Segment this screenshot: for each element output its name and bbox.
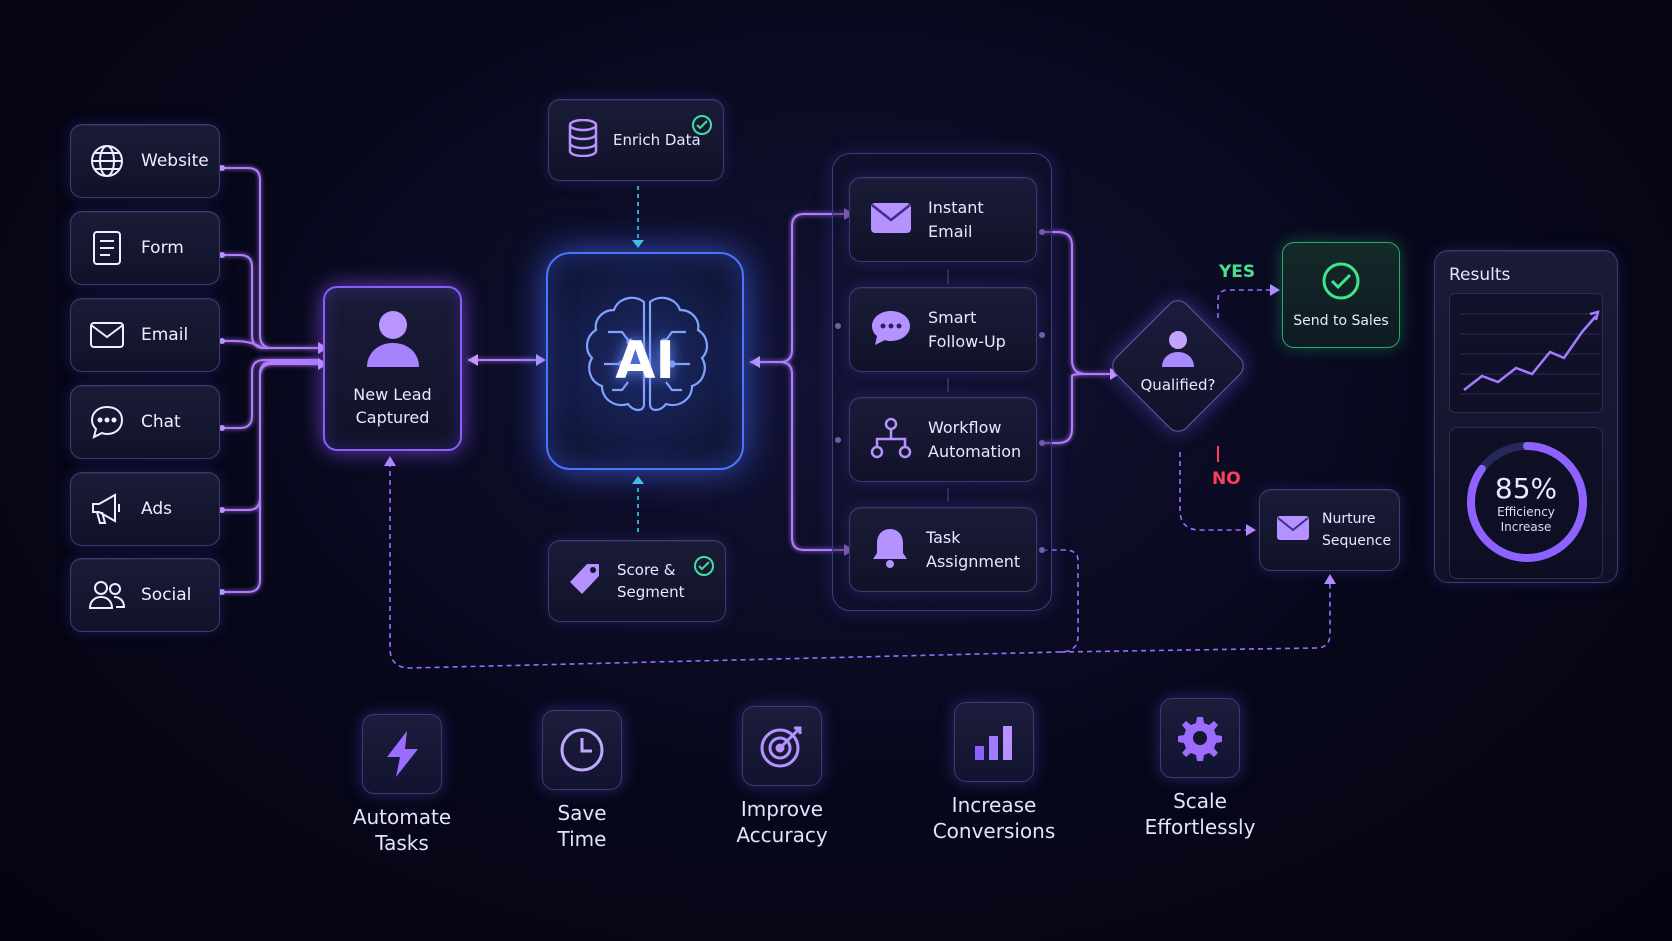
action-label: Smart Follow-Up xyxy=(928,307,1006,351)
ai-label: AI xyxy=(615,331,675,391)
trend-chart xyxy=(1449,293,1603,413)
person-icon xyxy=(365,309,421,373)
trend-line xyxy=(1463,315,1597,391)
envelope-icon xyxy=(87,315,127,355)
check-icon xyxy=(693,555,715,581)
benefit-save-time: Save Time xyxy=(502,710,662,852)
action-workflow-automation[interactable]: Workflow Automation xyxy=(849,397,1037,482)
benefit-scale-effortlessly: Scale Effortlessly xyxy=(1120,698,1280,840)
source-label: Ads xyxy=(141,499,172,519)
sales-label: Send to Sales xyxy=(1293,313,1389,329)
nurture-label: Nurture Sequence xyxy=(1322,511,1392,549)
ai-engine-node[interactable]: AI xyxy=(546,252,744,470)
source-social[interactable]: Social xyxy=(70,558,220,632)
chat-icon xyxy=(87,402,127,442)
efficiency-percent: 85% xyxy=(1494,472,1558,505)
source-label: Chat xyxy=(141,412,181,432)
yes-label: YES xyxy=(1219,262,1256,282)
workflow-icon xyxy=(870,417,912,463)
send-to-sales-node[interactable]: Send to Sales xyxy=(1282,242,1400,348)
benefit-label: Save Time xyxy=(557,801,607,851)
action-task-assignment[interactable]: Task Assignment xyxy=(849,507,1037,592)
clock-icon xyxy=(542,710,622,790)
score-label: Score & Segment xyxy=(617,561,685,601)
gauge-arc xyxy=(1467,442,1587,562)
source-website[interactable]: Website xyxy=(70,124,220,198)
source-label: Form xyxy=(141,238,184,258)
benefit-label: Automate Tasks xyxy=(352,805,452,855)
source-email[interactable]: Email xyxy=(70,298,220,372)
benefit-automate-tasks: Automate Tasks xyxy=(322,714,482,856)
benefit-increase-conversions: Increase Conversions xyxy=(914,702,1074,844)
action-label: Task Assignment xyxy=(926,527,1021,571)
form-icon xyxy=(87,228,127,268)
database-icon xyxy=(567,118,599,161)
efficiency-label: Efficiency Increase xyxy=(1497,505,1555,534)
source-chat[interactable]: Chat xyxy=(70,385,220,459)
source-form[interactable]: Form xyxy=(70,211,220,285)
check-circle-icon xyxy=(1321,261,1361,305)
no-label: NO xyxy=(1212,469,1241,489)
action-instant-email[interactable]: Instant Email xyxy=(849,177,1037,262)
lead-label: New Lead Captured xyxy=(353,384,432,427)
score-segment-node[interactable]: Score & Segment xyxy=(548,540,726,622)
enrich-data-node[interactable]: Enrich Data xyxy=(548,99,724,181)
new-lead-captured-node[interactable]: New Lead Captured xyxy=(323,286,462,451)
action-label: Instant Email xyxy=(928,197,984,241)
target-icon xyxy=(742,706,822,786)
benefit-improve-accuracy: Improve Accuracy xyxy=(702,706,862,848)
benefit-label: Scale Effortlessly xyxy=(1144,789,1256,839)
envelope-icon xyxy=(1276,515,1310,545)
nurture-sequence-node[interactable]: Nurture Sequence xyxy=(1259,489,1400,571)
bar-chart-icon xyxy=(954,702,1034,782)
source-label: Email xyxy=(141,325,189,345)
envelope-icon xyxy=(870,202,912,238)
source-label: Website xyxy=(141,151,209,171)
benefit-label: Improve Accuracy xyxy=(736,797,828,847)
check-icon xyxy=(691,114,713,140)
gear-icon xyxy=(1160,698,1240,778)
benefit-label: Increase Conversions xyxy=(932,793,1056,843)
lightning-icon xyxy=(362,714,442,794)
decision-label: Qualified? xyxy=(1140,376,1216,394)
enrich-label: Enrich Data xyxy=(613,131,701,149)
source-label: Social xyxy=(141,585,192,605)
megaphone-icon xyxy=(87,489,127,529)
efficiency-gauge: 85% Efficiency Increase xyxy=(1449,427,1603,579)
globe-icon xyxy=(87,141,127,181)
source-ads[interactable]: Ads xyxy=(70,472,220,546)
action-label: Workflow Automation xyxy=(928,417,1022,461)
brain-icon xyxy=(578,292,716,438)
action-smart-follow-up[interactable]: Smart Follow-Up xyxy=(849,287,1037,372)
results-title: Results xyxy=(1449,265,1511,285)
qualified-decision-content: Qualified? xyxy=(1118,330,1238,410)
results-panel: Results 85% Efficiency Increase xyxy=(1434,250,1618,583)
tag-icon xyxy=(567,561,603,601)
person-icon xyxy=(1161,331,1195,372)
bell-icon xyxy=(870,526,910,574)
chat-bubble-icon xyxy=(870,309,912,351)
users-icon xyxy=(87,575,127,615)
